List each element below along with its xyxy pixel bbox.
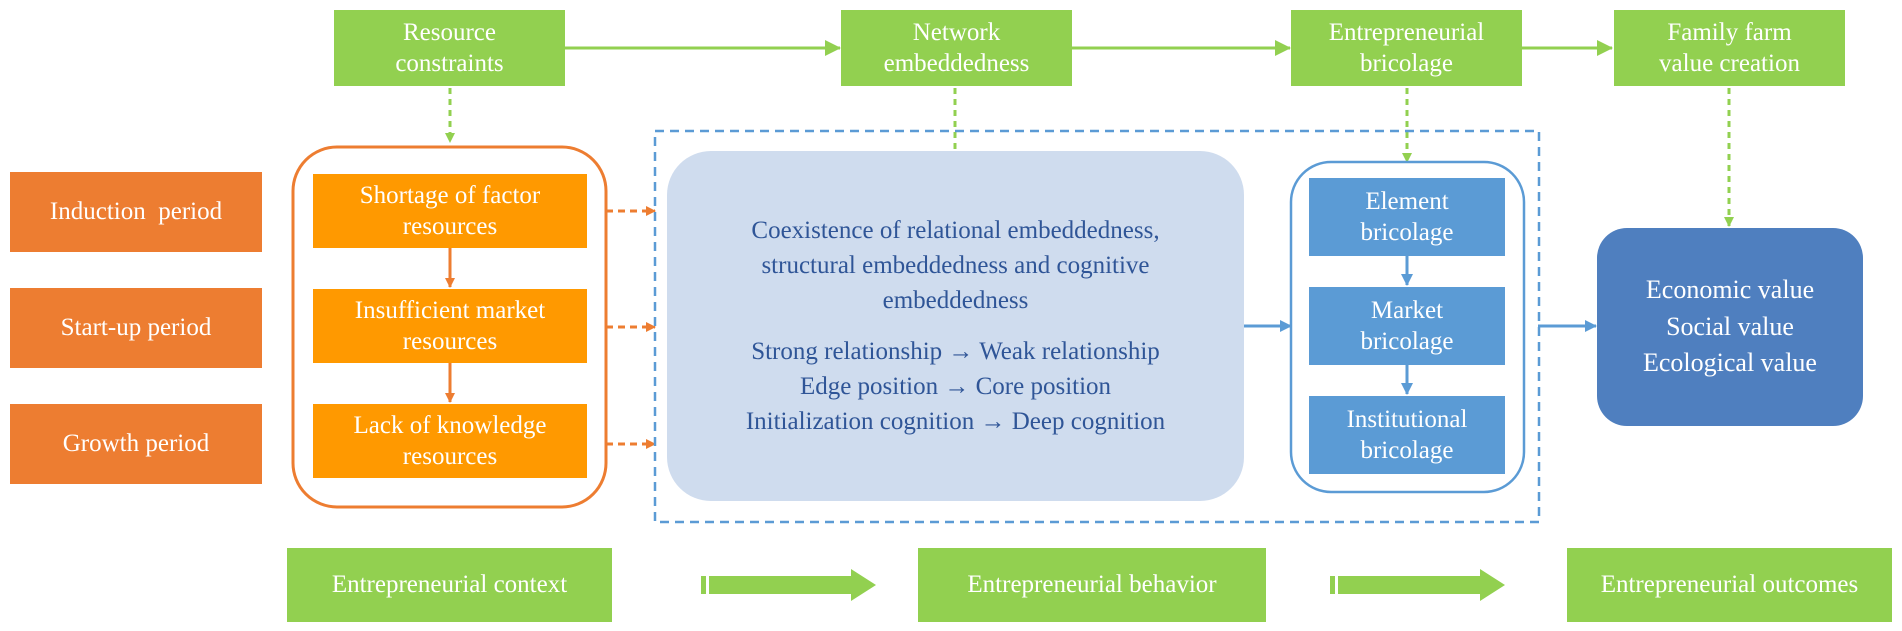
entrepreneurial-bricolage-box: Entrepreneurial bricolage [1291,10,1522,86]
economic-value: Economic value [1645,275,1815,305]
entrepreneurial-bricolage-line-1: Entrepreneurial [1328,18,1485,46]
family-farm-value-creation-line-2: value creation [1659,50,1800,77]
entrepreneurial-bricolage-line-2: bricolage [1359,50,1453,77]
ecological-value: Ecological value [1643,348,1817,378]
institutional-bricolage-box: Institutional bricolage [1309,396,1505,474]
market-bricolage-line-2: bricolage [1360,328,1454,355]
element-bricolage-line-1: Element [1365,187,1449,215]
institutional-bricolage-line-2: bricolage [1360,437,1454,464]
institutional-bricolage-line-1: Institutional [1346,405,1468,433]
network-embeddedness-box: Network embeddedness [841,10,1072,86]
start-up-period-box: Start-up period [10,288,262,368]
growth-period-label: Growth period [62,430,210,458]
knowledge-resources-box: Lack of knowledge resources [313,404,587,478]
stage-arrow-context-to-behavior [701,569,876,601]
embeddedness-summary-line-1: Coexistence of relational embeddedness, [751,217,1160,244]
family-farm-value-creation-line-1: Family farm [1667,18,1792,46]
embeddedness-summary-line-2: structural embeddedness and cognitive [761,252,1150,279]
resource-constraints-box: Resource constraints [334,10,565,86]
stage-context-label: Entrepreneurial context [331,571,568,599]
market-resources-line-2: resources [402,328,498,355]
factor-resources-box: Shortage of factor resources [313,174,587,248]
start-up-period-label: Start-up period [60,314,212,342]
embeddedness-panel: Coexistence of relational embeddedness, … [667,151,1244,501]
outcome-values-panel: Economic value Social value Ecological v… [1597,228,1863,426]
embeddedness-summary-line-3: embeddedness [882,287,1029,314]
market-resources-line-1: Insufficient market [354,296,546,324]
induction-period-label: Induction period [49,198,223,226]
market-bricolage-box: Market bricolage [1309,287,1505,365]
family-farm-value-creation-box: Family farm value creation [1614,10,1845,86]
induction-period-box: Induction period [10,172,262,252]
stage-entrepreneurial-outcomes: Entrepreneurial outcomes [1567,548,1892,622]
market-resources-box: Insufficient market resources [313,289,587,363]
knowledge-resources-line-1: Lack of knowledge [353,411,547,439]
position-transition: Edge position → Core position [799,373,1112,400]
factor-resources-line-1: Shortage of factor [359,181,541,209]
stage-behavior-label: Entrepreneurial behavior [967,571,1217,599]
factor-resources-line-2: resources [402,213,498,240]
cognition-transition: Initialization cognition → Deep cognitio… [745,408,1166,435]
element-bricolage-box: Element bricolage [1309,178,1505,256]
element-bricolage-line-2: bricolage [1360,219,1454,246]
social-value: Social value [1666,311,1794,341]
stage-arrow-behavior-to-outcomes [1330,569,1505,601]
stage-entrepreneurial-behavior: Entrepreneurial behavior [918,548,1266,622]
resource-constraints-line-2: constraints [395,50,504,77]
network-embeddedness-line-2: embeddedness [883,50,1030,77]
stage-outcomes-label: Entrepreneurial outcomes [1600,571,1859,599]
network-embeddedness-line-1: Network [912,18,1001,46]
growth-period-box: Growth period [10,404,262,484]
behavior-dashed-frame [653,129,1541,524]
knowledge-resources-line-2: resources [402,443,498,470]
stage-entrepreneurial-context: Entrepreneurial context [287,548,612,622]
resource-constraints-line-1: Resource [402,18,497,46]
relationship-transition: Strong relationship → Weak relationship [751,338,1160,365]
market-bricolage-line-1: Market [1370,296,1444,324]
